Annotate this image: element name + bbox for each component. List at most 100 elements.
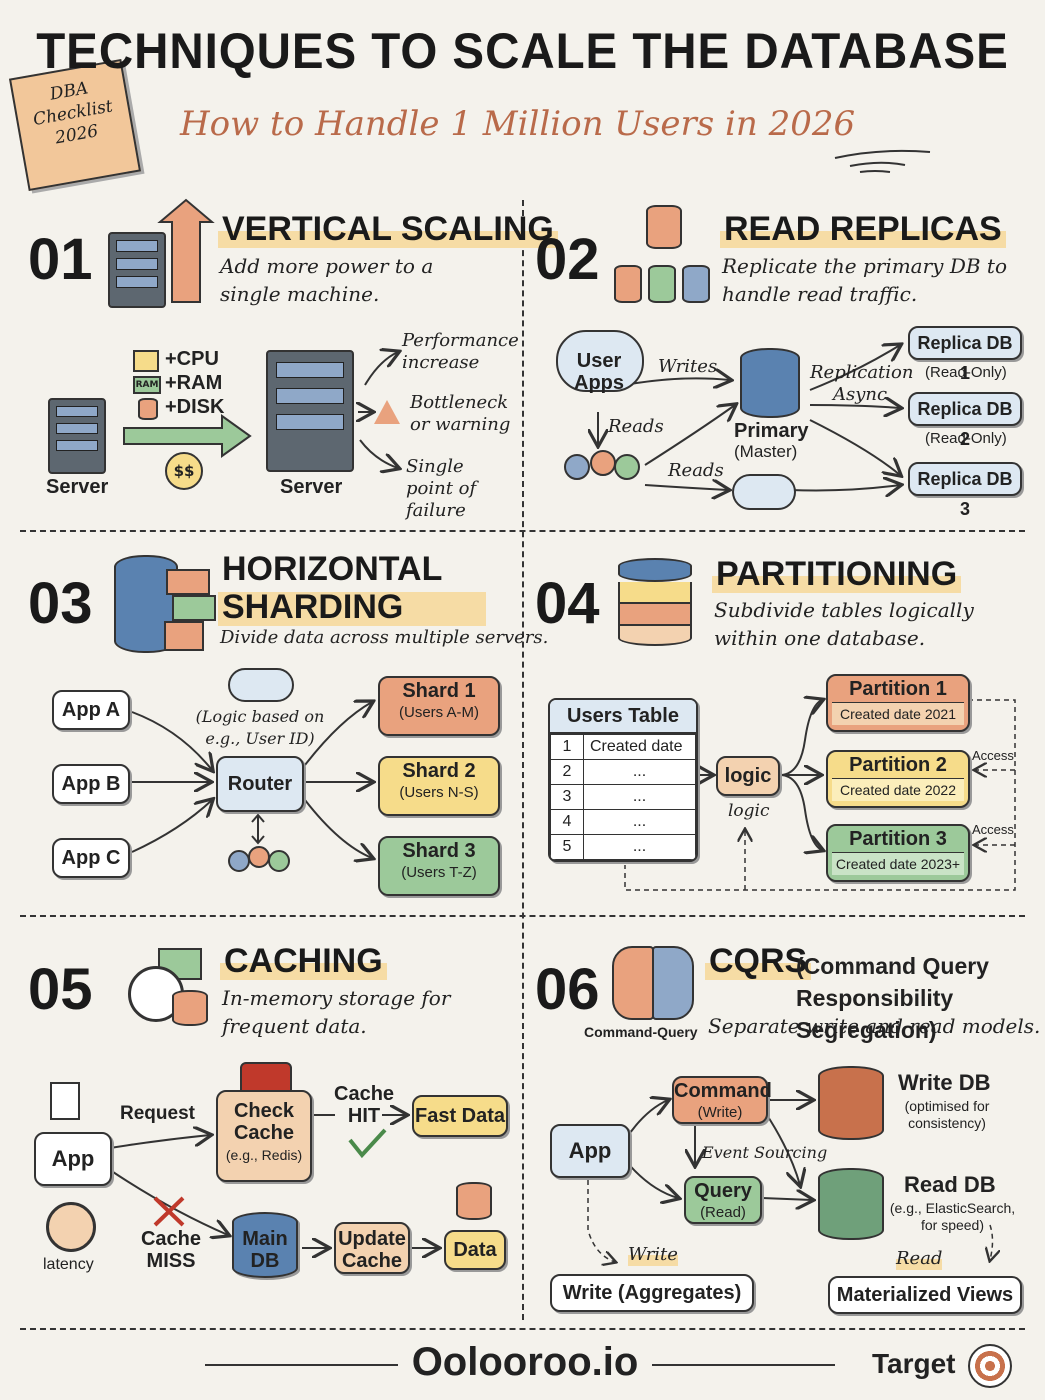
reads-label-2: Reads bbox=[668, 460, 724, 481]
table-row: 3... bbox=[550, 784, 696, 810]
section-number-03: 03 bbox=[28, 571, 93, 636]
section-number-04: 04 bbox=[535, 571, 600, 636]
section-desc-vertical-scaling: Add more power to a single machine. bbox=[220, 254, 434, 306]
server-left-label: Server bbox=[46, 476, 109, 498]
write-aggregates-box: Write (Aggregates) bbox=[550, 1274, 754, 1312]
replication-label: Replication Async bbox=[810, 362, 914, 405]
latency-label: latency bbox=[43, 1256, 94, 1273]
server-icon bbox=[108, 232, 166, 308]
section-title-caching: CACHING bbox=[220, 942, 387, 980]
brain-icon bbox=[612, 946, 694, 1020]
section-desc-cqrs: Separate write and read models. bbox=[708, 1014, 1041, 1038]
section-number-06: 06 bbox=[535, 957, 600, 1022]
app-c-box: App C bbox=[52, 838, 130, 878]
ram-icon: RAM bbox=[133, 376, 161, 394]
big-server-icon bbox=[266, 350, 354, 472]
cpu-icon bbox=[133, 350, 159, 372]
section-title-cqrs: CQRS bbox=[705, 942, 812, 980]
table-row: 5... bbox=[550, 834, 696, 860]
app-box-caching: App bbox=[34, 1132, 112, 1186]
master-label: (Master) bbox=[734, 442, 798, 461]
small-server-icon bbox=[48, 398, 106, 474]
section-desc-read-replicas: Replicate the primary DB to handle read … bbox=[722, 254, 1007, 306]
divider-row-1 bbox=[20, 530, 1025, 532]
write-db-sub: (optimised for consistency) bbox=[904, 1098, 990, 1131]
replica-2-readonly: (Read-Only) bbox=[925, 430, 1007, 447]
logic-cloud bbox=[228, 668, 294, 702]
section-title-partitioning: PARTITIONING bbox=[712, 555, 962, 593]
access-label-1: Access bbox=[972, 748, 1014, 763]
disk-icon bbox=[138, 398, 158, 420]
logic-box: logic bbox=[716, 756, 780, 796]
brain-label: Command-Query bbox=[584, 1024, 698, 1040]
cqrs-full-name: (Command Query Responsibility Segregatio… bbox=[796, 953, 989, 1043]
report-icon bbox=[50, 1082, 80, 1120]
router-box: Router bbox=[216, 756, 304, 812]
partition-1-sub: Created date 2021 bbox=[832, 702, 964, 725]
disk-label: +DISK bbox=[165, 396, 225, 418]
update-cache-box: Update Cache bbox=[334, 1222, 410, 1274]
access-label-2: Access bbox=[972, 822, 1014, 837]
command-label: Command bbox=[674, 1080, 772, 1102]
primary-db-icon bbox=[740, 348, 800, 418]
cost-icon: $$ bbox=[165, 452, 203, 490]
write-label: Write bbox=[628, 1244, 678, 1266]
redis-label: (e.g., Redis) bbox=[225, 1147, 303, 1163]
materialized-views-box: Materialized Views bbox=[828, 1276, 1022, 1314]
write-db-label: Write DB bbox=[898, 1070, 991, 1095]
spof-note: Single point of failure bbox=[406, 456, 477, 521]
divider-vertical bbox=[522, 200, 524, 1320]
partition-3-name: Partition 3 bbox=[849, 828, 947, 850]
section-desc-partitioning: Subdivide tables logically within one da… bbox=[714, 598, 974, 650]
warning-icon bbox=[374, 400, 400, 424]
read-db-icon bbox=[818, 1168, 884, 1240]
shard-logic-note: (Logic based on e.g., User ID) bbox=[195, 707, 325, 748]
shard-1-name: Shard 1 bbox=[402, 680, 476, 702]
user-apps-cloud bbox=[556, 330, 644, 392]
cpu-label: +CPU bbox=[165, 348, 219, 370]
section-desc-horizontal-sharding: Divide data across multiple servers. bbox=[220, 627, 549, 648]
footer-brand: Oolooroo.io bbox=[411, 1340, 639, 1384]
data-box: Data bbox=[444, 1230, 506, 1270]
table-row: 4... bbox=[550, 809, 696, 835]
section-desc-caching: In-memory storage for frequent data. bbox=[222, 986, 451, 1038]
command-box: Command (Write) bbox=[672, 1076, 772, 1124]
cache-miss-label: Cache MISS bbox=[140, 1228, 202, 1272]
check-cache-box: Check Cache (e.g., Redis) bbox=[216, 1090, 312, 1182]
shard-1-range: (Users A-M) bbox=[399, 704, 479, 721]
partition-2-box: Partition 2 Created date 2022 bbox=[826, 750, 970, 808]
shard-3-name: Shard 3 bbox=[402, 840, 476, 862]
partition-1-name: Partition 1 bbox=[849, 678, 947, 700]
fast-data-box: Fast Data bbox=[412, 1095, 508, 1137]
section-title-horizontal-sharding: HORIZONTAL SHARDING bbox=[218, 550, 486, 626]
section-number-02: 02 bbox=[535, 227, 600, 292]
partition-1-box: Partition 1 Created date 2021 bbox=[826, 674, 970, 732]
request-label: Request bbox=[120, 1103, 195, 1124]
partition-2-sub: Created date 2022 bbox=[832, 778, 964, 801]
partition-db-icon bbox=[618, 558, 692, 646]
page-subtitle: How to Handle 1 Million Users in 2026 bbox=[180, 104, 856, 144]
section-title-vertical-scaling: VERTICAL SCALING bbox=[218, 210, 558, 248]
replica-db-3: Replica DB 3 bbox=[908, 462, 1022, 519]
latency-gauge-icon bbox=[46, 1202, 96, 1252]
bottleneck-note: Bottleneck or warning bbox=[410, 392, 511, 435]
footer-target-label: Target bbox=[872, 1348, 956, 1379]
shard-1-box: Shard 1 (Users A-M) bbox=[378, 676, 500, 736]
ram-label: +RAM bbox=[165, 372, 223, 394]
main-db-box: Main DB bbox=[232, 1212, 298, 1278]
replica-db-2: Replica DB 2 bbox=[908, 392, 1022, 449]
check-cache-label: Check Cache bbox=[233, 1100, 295, 1144]
users-group-icon bbox=[564, 450, 640, 492]
divider-row-3 bbox=[20, 1328, 1025, 1330]
event-sourcing-label: Event Sourcing bbox=[702, 1143, 828, 1162]
caching-icon bbox=[124, 948, 214, 1028]
app-a-box: App A bbox=[52, 690, 130, 730]
target-icon bbox=[968, 1344, 1012, 1388]
partition-2-name: Partition 2 bbox=[849, 754, 947, 776]
partition-3-box: Partition 3 Created date 2023+ bbox=[826, 824, 970, 882]
shard-2-range: (Users N-S) bbox=[399, 784, 479, 801]
logic-label: logic bbox=[728, 801, 770, 821]
